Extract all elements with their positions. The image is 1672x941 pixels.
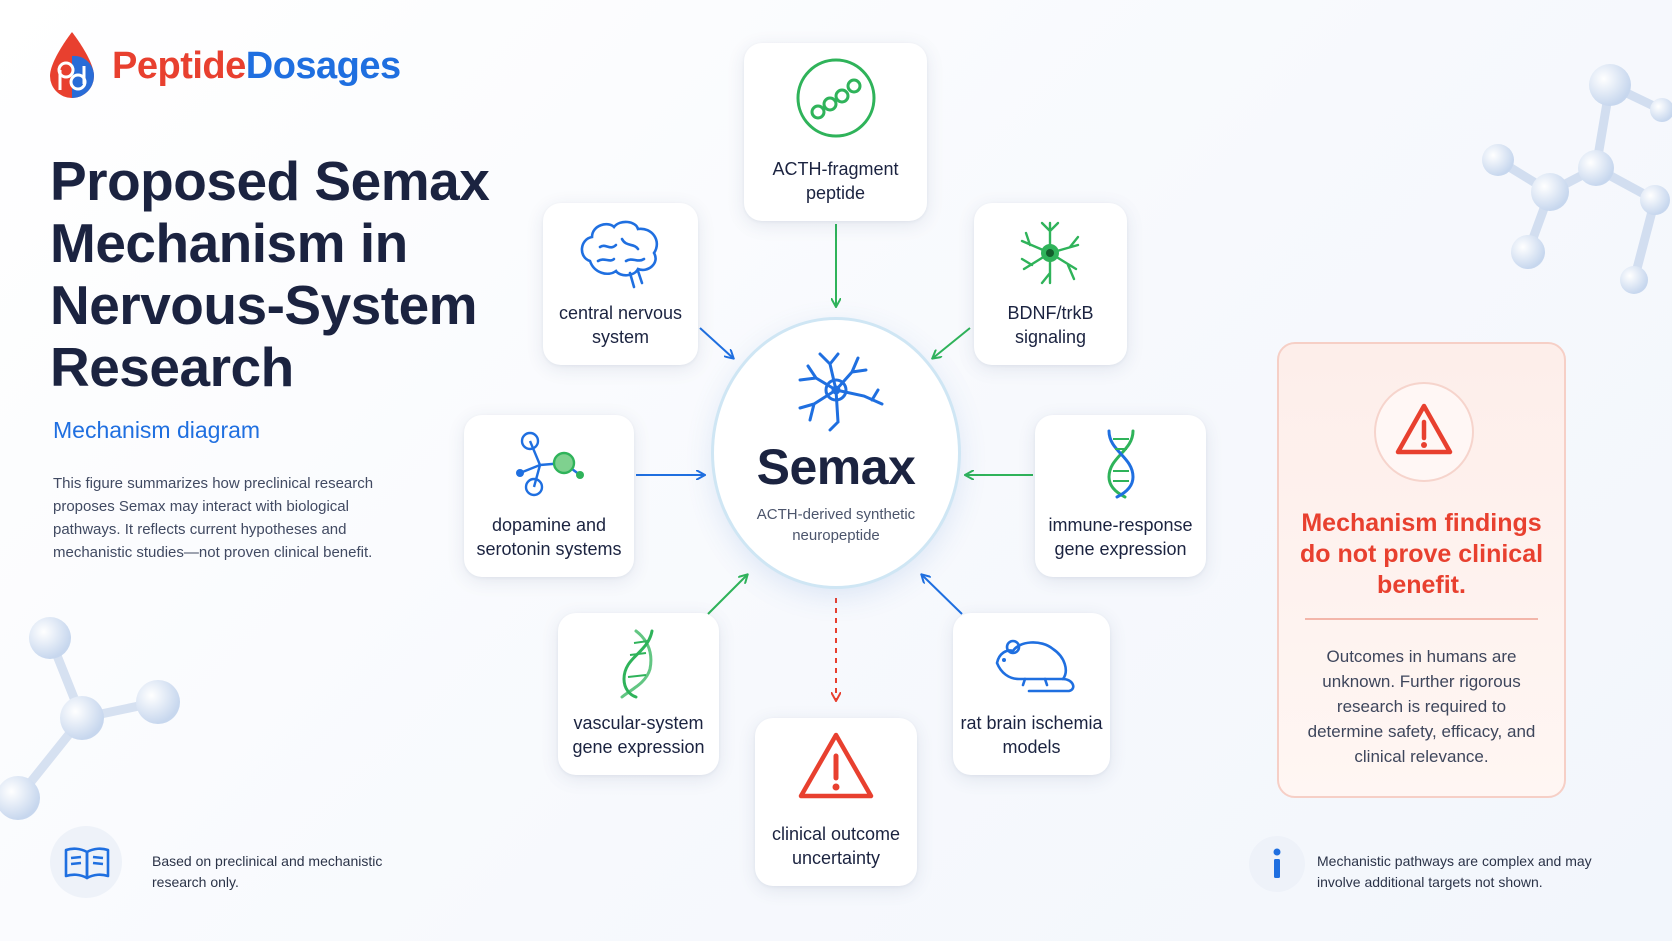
brand-name-part1: Peptide	[112, 44, 246, 87]
node-acth-label: ACTH-fragment peptide	[772, 159, 899, 203]
molecule-decoration-bottom-left	[0, 617, 180, 820]
molecule-decoration-top-right	[1482, 64, 1672, 294]
description-text: This figure summarizes how preclinical r…	[53, 475, 374, 561]
dna-icon	[620, 629, 654, 699]
footer-right-note: Mechanistic pathways are complex and may…	[1317, 853, 1592, 890]
node-clinical-label: clinical outcome uncertainty	[771, 824, 901, 868]
info-icon-circle	[1249, 836, 1305, 892]
peptide-chain-icon	[796, 58, 876, 138]
node-vascular-label: vascular-system gene expression	[572, 713, 705, 757]
brand-name-part2: Dosages	[245, 44, 401, 87]
node-immune-response: immune-response gene expression	[1035, 415, 1206, 577]
node-bdnf-label: BDNF/trkB signaling	[1007, 303, 1094, 347]
node-acth-fragment-peptide: ACTH-fragment peptide	[744, 43, 927, 221]
node-dopamine-label: dopamine and serotonin systems	[476, 515, 622, 559]
warning-triangle-icon	[1395, 403, 1453, 455]
arrow-rat-to-center	[922, 575, 963, 615]
center-subtitle: ACTH-derived synthetic neuropeptide	[756, 506, 916, 544]
warning-icon-circle	[1374, 382, 1474, 482]
node-dopamine-serotonin: dopamine and serotonin systems	[464, 415, 634, 577]
node-vascular-system: vascular-system gene expression	[558, 613, 719, 775]
neuron-icon	[1020, 221, 1080, 285]
book-icon-circle	[50, 826, 122, 898]
node-cns-label: central nervous system	[558, 303, 683, 347]
node-bdnf-trkb-signaling: BDNF/trkB signaling	[974, 203, 1127, 365]
arrow-bdnf-to-center	[933, 327, 971, 358]
page-title: Proposed Semax Mechanism in Nervous-Syst…	[50, 150, 490, 398]
brain-icon	[580, 220, 659, 289]
warning-divider	[1305, 618, 1538, 620]
info-icon	[1273, 848, 1281, 878]
dna-icon	[1107, 429, 1135, 499]
brand-logo: PeptideDosages	[46, 30, 401, 102]
neuron-icon	[798, 352, 884, 432]
center-semax-node: Semax ACTH-derived synthetic neuropeptid…	[714, 320, 958, 586]
node-rat-label: rat brain ischemia models	[960, 713, 1103, 757]
center-title: Semax	[756, 439, 916, 495]
warning-box: Mechanism findings do not prove clinical…	[1277, 342, 1566, 798]
book-icon	[64, 847, 110, 880]
warning-body: Outcomes in humans are unknown. Further …	[1307, 647, 1536, 766]
footer-left-note: Based on preclinical and mechanistic res…	[152, 853, 383, 890]
molecule-icon	[516, 431, 584, 497]
arrow-vascular-to-center	[707, 575, 747, 615]
node-rat-brain-ischemia: rat brain ischemia models	[953, 613, 1110, 775]
node-clinical-outcome-uncertainty: clinical outcome uncertainty	[755, 718, 917, 886]
page-subtitle: Mechanism diagram	[53, 417, 261, 443]
node-central-nervous-system: central nervous system	[543, 203, 698, 365]
warning-triangle-icon	[798, 732, 874, 799]
node-immune-label: immune-response gene expression	[1048, 515, 1193, 559]
rat-icon	[995, 639, 1075, 693]
peptide-drop-logo-icon	[50, 32, 95, 98]
arrow-cns-to-center	[699, 327, 733, 358]
warning-heading: Mechanism findings do not prove clinical…	[1299, 509, 1544, 599]
